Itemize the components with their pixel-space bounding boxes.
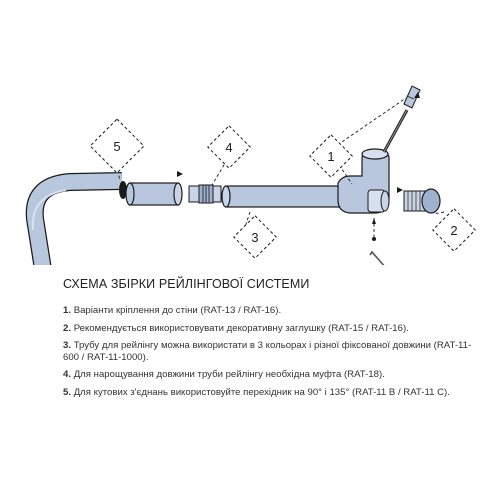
callout-3: 3 xyxy=(233,215,277,259)
legend-item-3-text: Трубу для рейлінгу можна використати в 3… xyxy=(63,340,472,363)
callout-4-label: 4 xyxy=(225,140,232,155)
callout-4: 4 xyxy=(207,125,251,169)
callout-3-label: 3 xyxy=(251,230,258,245)
legend-item-1-number: 1. xyxy=(63,305,72,316)
callout-1-label: 1 xyxy=(327,149,334,164)
legend-item-4-text: Для нарощування довжини труби рейлінгу н… xyxy=(73,369,385,381)
legend-title: СХЕМА ЗБІРКИ РЕЙЛІНГОВОЇ СИСТЕМИ xyxy=(63,277,310,291)
connector-coupling xyxy=(188,184,222,204)
legend-item-5: 5. Для кутових з'єднань використовуйте п… xyxy=(63,387,483,399)
legend-item-5-text: Для кутових з'єднань використовуйте пере… xyxy=(73,386,450,398)
callout-5-label: 5 xyxy=(113,139,120,154)
callout-2-label: 2 xyxy=(450,223,457,238)
corner-adapter xyxy=(25,172,127,265)
callout-5: 5 xyxy=(89,118,145,174)
legend-item-3-number: 3. xyxy=(63,340,72,352)
assembly-legend: СХЕМА ЗБІРКИ РЕЙЛІНГОВОЇ СИСТЕМИ 1. Варі… xyxy=(63,277,483,405)
rail-pipe-segment xyxy=(125,182,183,206)
rail-pipe xyxy=(221,185,344,208)
decorative-end-cap xyxy=(403,188,441,214)
wall-mount xyxy=(337,148,390,214)
legend-item-2-text: Рекомендується використовувати декоратив… xyxy=(73,322,409,334)
legend-item-1-text: Варіанти кріплення до стіни (RAT-13 / RA… xyxy=(73,305,282,316)
callout-2: 2 xyxy=(432,208,476,252)
allen-key xyxy=(369,237,385,265)
assembly-arrows xyxy=(177,92,420,224)
legend-item-4: 4. Для нарощування довжини труби рейлінг… xyxy=(63,369,483,381)
assembly-diagram: 5 4 3 1 2 xyxy=(25,85,476,265)
wall-screw xyxy=(382,85,421,153)
leader-lines xyxy=(113,97,445,238)
legend-item-4-number: 4. xyxy=(63,369,72,381)
legend-item-5-number: 5. xyxy=(63,386,72,398)
legend-item-3: 3. Трубу для рейлінгу можна використати … xyxy=(63,340,483,363)
legend-item-2: 2. Рекомендується використовувати декора… xyxy=(63,323,483,335)
callout-1: 1 xyxy=(309,134,353,178)
legend-item-2-number: 2. xyxy=(63,322,72,334)
legend-item-1: 1. Варіанти кріплення до стіни (RAT-13 /… xyxy=(63,305,483,317)
